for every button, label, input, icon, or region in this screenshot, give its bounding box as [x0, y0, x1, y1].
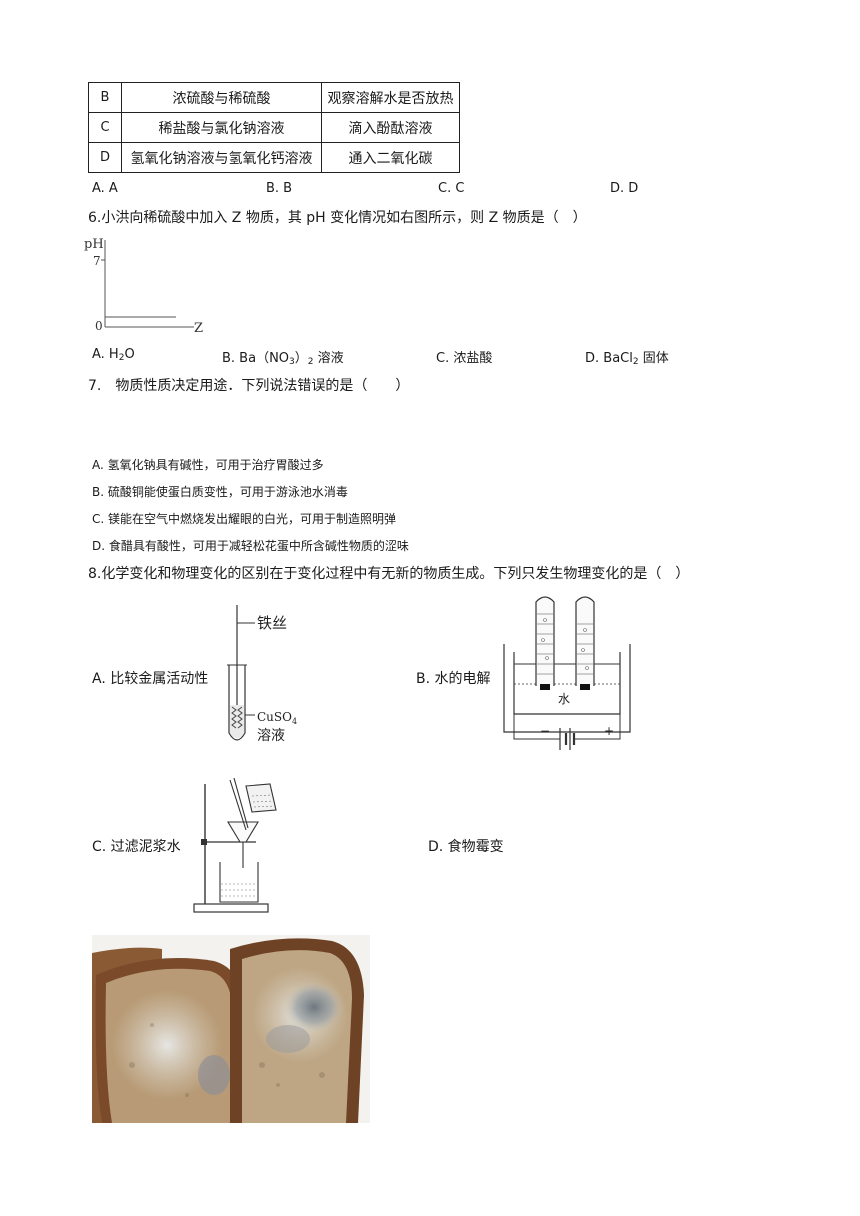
table-cell: 稀盐酸与氯化钠溶液 [121, 112, 322, 143]
table-row: B 浓硫酸与稀硫酸 观察溶解水是否放热 [88, 82, 460, 113]
table-row: D 氢氧化钠溶液与氢氧化钙溶液 通入二氧化碳 [88, 142, 460, 173]
q8-option-d: D. 食物霉变 [428, 839, 504, 855]
q6-option-d: D. BaCl2 固体 [585, 351, 669, 367]
q5-option-c: C. C [438, 181, 465, 196]
q6-ph-graph: pH 7 0 Z [84, 237, 203, 336]
solution-label: 溶液 [257, 728, 285, 744]
table-cell: B [88, 82, 122, 113]
q8-option-c: C. 过滤泥浆水 [92, 839, 181, 855]
table-cell: D [88, 142, 122, 173]
table-cell: 浓硫酸与稀硫酸 [121, 82, 322, 113]
table-cell: 氢氧化钠溶液与氢氧化钙溶液 [121, 142, 322, 173]
q7-option-b: B. 硫酸铜能使蛋白质变性，可用于游泳池水消毒 [92, 485, 348, 499]
q5-option-b: B. B [266, 181, 293, 196]
q7-option-d: D. 食醋具有酸性，可用于减轻松花蛋中所含碱性物质的涩味 [92, 539, 409, 553]
wire-label: 铁丝 [257, 614, 287, 632]
q8-option-a: A. 比较金属活动性 [92, 671, 209, 687]
x-axis-label: Z [194, 321, 203, 336]
moldy-bread-photo [92, 935, 370, 1123]
q6-option-b: B. Ba（NO3）2 溶液 [222, 351, 344, 367]
y-axis-label: pH [84, 237, 104, 252]
table-cell: C [88, 112, 122, 143]
q7-option-c: C. 镁能在空气中燃烧发出耀眼的白光，可用于制造照明弹 [92, 512, 397, 526]
q6-option-c: C. 浓盐酸 [436, 351, 493, 366]
figure-a-test-tube: 铁丝 CuSO4 溶液 [227, 605, 297, 744]
table-cell: 滴入酚酞溶液 [321, 112, 460, 143]
q5-table: B 浓硫酸与稀硫酸 观察溶解水是否放热 C 稀盐酸与氯化钠溶液 滴入酚酞溶液 D… [88, 82, 460, 173]
minus-label: − [540, 724, 550, 738]
q8-option-b: B. 水的电解 [416, 671, 491, 687]
q5-option-d: D. D [610, 181, 639, 196]
q7-stem: 7. 物质性质决定用途．下列说法错误的是（ ） [88, 378, 410, 394]
solution-formula: CuSO4 [257, 710, 297, 726]
tick-label-7: 7 [93, 254, 101, 268]
table-cell: 观察溶解水是否放热 [321, 82, 460, 113]
water-label: 水 [558, 692, 570, 706]
q6-option-a: A. H2O [92, 347, 135, 363]
figure-c-filtration [193, 778, 277, 913]
q6-stem: 6.小洪向稀硫酸中加入 Z 物质，其 pH 变化情况如右图所示，则 Z 物质是（… [88, 210, 587, 226]
plus-label: + [604, 724, 614, 738]
q8-stem: 8.化学变化和物理变化的区别在于变化过程中有无新的物质生成。下列只发生物理变化的… [88, 566, 690, 582]
table-cell: 通入二氧化碳 [321, 142, 460, 173]
table-row: C 稀盐酸与氯化钠溶液 滴入酚酞溶液 [88, 112, 460, 143]
q7-option-a: A. 氢氧化钠具有碱性，可用于治疗胃酸过多 [92, 458, 324, 472]
figure-b-electrolysis: 水 − + [503, 596, 631, 750]
origin-label: 0 [95, 319, 103, 333]
q5-option-a: A. A [92, 181, 118, 196]
